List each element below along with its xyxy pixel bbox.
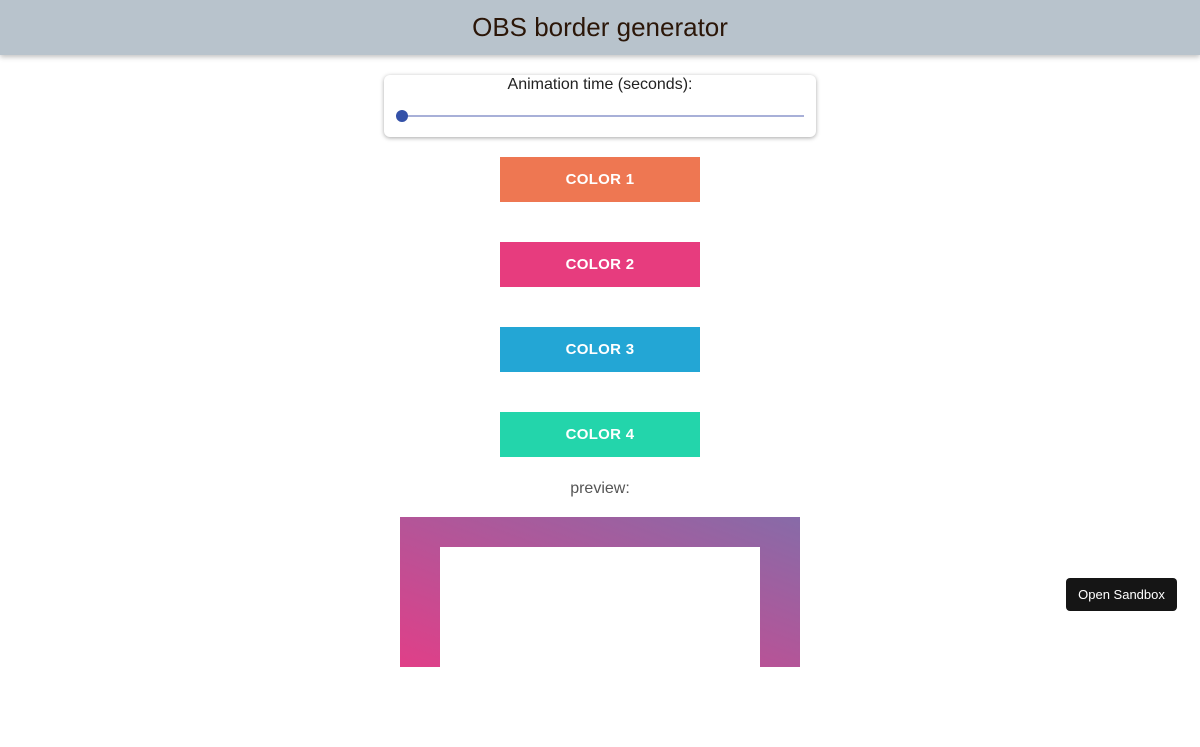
color-2-button[interactable]: COLOR 2 (500, 242, 700, 287)
header: OBS border generator (0, 0, 1200, 55)
open-sandbox-button[interactable]: Open Sandbox (1066, 578, 1177, 611)
animation-time-slider-thumb[interactable] (396, 110, 408, 122)
color-4-button[interactable]: COLOR 4 (500, 412, 700, 457)
color-3-button[interactable]: COLOR 3 (500, 327, 700, 372)
animation-time-card: Animation time (seconds): (384, 75, 816, 137)
animation-time-slider-track[interactable] (402, 115, 804, 117)
color-1-button[interactable]: COLOR 1 (500, 157, 700, 202)
border-preview (400, 517, 800, 747)
page-title: OBS border generator (472, 12, 728, 42)
border-preview-inner (440, 547, 760, 747)
preview-label: preview: (570, 480, 630, 497)
animation-time-label: Animation time (seconds): (507, 76, 693, 93)
